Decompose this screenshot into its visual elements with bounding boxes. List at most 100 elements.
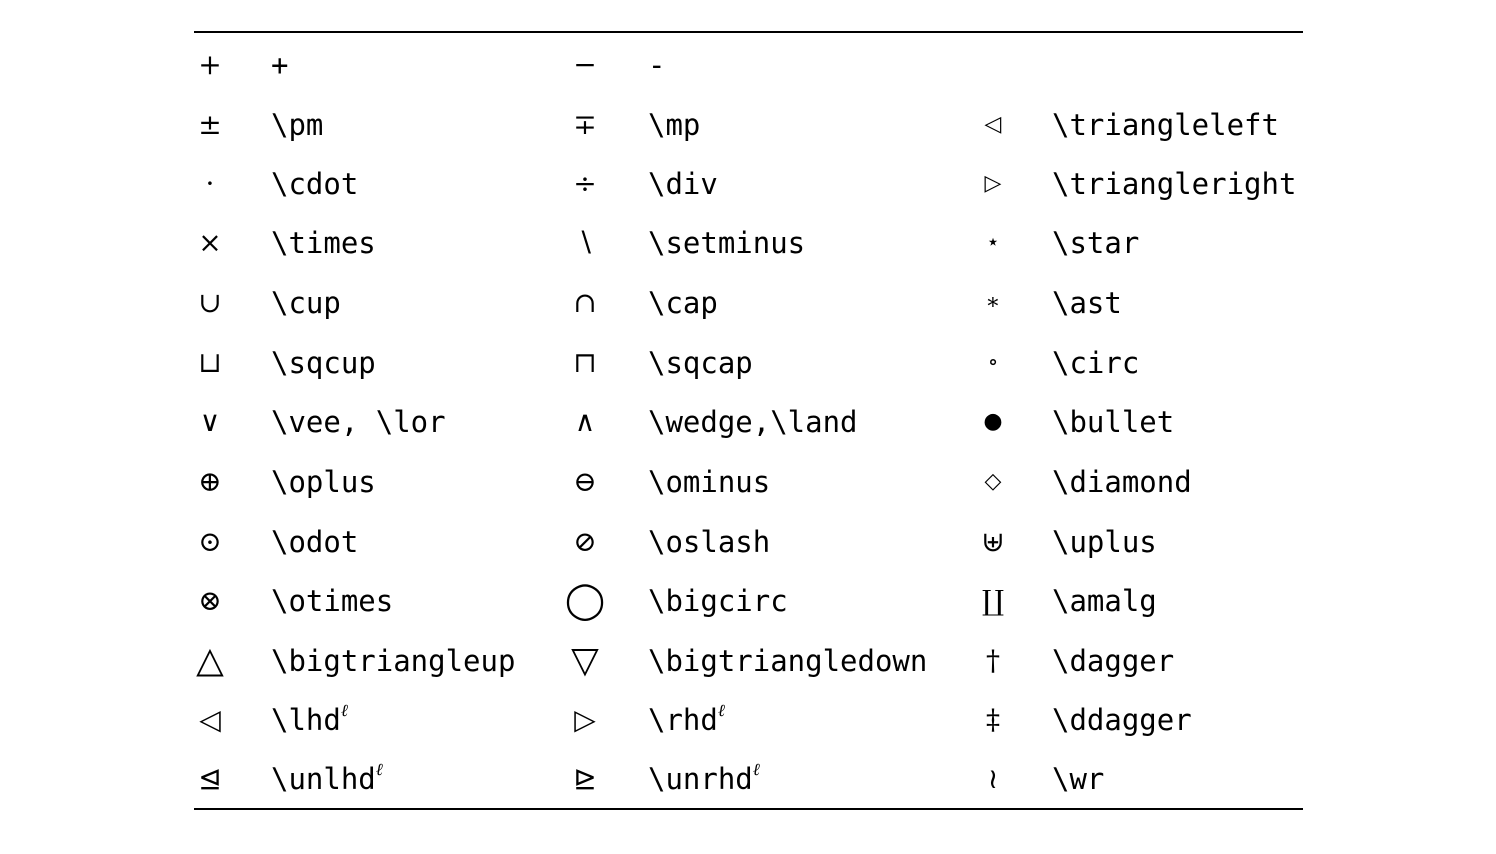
operator-symbol: ▷	[574, 703, 596, 736]
latex-command: \bigcirc	[648, 571, 788, 631]
latex-command: \mp	[648, 95, 700, 155]
latex-command-text: \ddagger	[1052, 703, 1192, 737]
latex-command: \bigtriangleup	[271, 631, 515, 691]
operator-symbol: ∓	[573, 108, 597, 141]
table-row: ⊙\odot⊘\oslash⊎\uplus	[0, 512, 1496, 572]
latex-command: \unrhdℓ	[648, 749, 760, 809]
latex-command-text: \oplus	[271, 465, 376, 499]
table-row: ++−-	[0, 35, 1496, 95]
latexsym-footnote-mark: ℓ	[340, 701, 348, 721]
latex-command: \setminus	[648, 213, 805, 273]
operator-symbol: ‡	[986, 703, 1000, 736]
latex-command-text: +	[271, 48, 289, 82]
operator-symbol: ∩	[573, 286, 597, 319]
top-rule	[194, 31, 1303, 33]
table-row: ∨\vee, \lor∧\wedge,\land●\bullet	[0, 392, 1496, 452]
operator-symbol: ∗	[985, 290, 1001, 315]
latex-command: \diamond	[1052, 452, 1192, 512]
latex-command-text: \uplus	[1052, 525, 1157, 559]
latex-command-text: \lhd	[271, 703, 341, 737]
latex-command-text: \dagger	[1052, 644, 1175, 678]
latex-command: \triangleright	[1052, 154, 1296, 214]
table-row: ·\cdot÷\div▷\triangleright	[0, 154, 1496, 214]
latex-command: \lhdℓ	[271, 690, 348, 750]
latex-command-text: \cup	[271, 286, 341, 320]
table-row: ± \pm ∓ \mp ◁ \triangleleft	[0, 95, 1496, 155]
latex-command-text: \ast	[1052, 286, 1122, 320]
table-row: △\bigtriangleup▽\bigtriangledown†\dagger	[0, 631, 1496, 691]
table-row: ⊴\unlhdℓ⊵\unrhdℓ≀\wr	[0, 749, 1496, 809]
latex-command-text: \wr	[1052, 762, 1105, 796]
latex-command-text: \bigcirc	[648, 584, 788, 618]
latex-command: \uplus	[1052, 512, 1157, 572]
latex-command-text: \cdot	[271, 167, 359, 201]
operator-symbol: ×	[198, 226, 222, 259]
operator-symbol: ∧	[574, 405, 596, 438]
latex-command-text: \triangleleft	[1052, 108, 1279, 142]
operator-symbol: ⊵	[573, 762, 597, 795]
operator-symbol: ∐	[981, 584, 1005, 617]
operator-symbol: ≀	[987, 762, 999, 795]
latex-command-text: \oslash	[648, 525, 771, 559]
latex-command-text: \cap	[648, 286, 718, 320]
latex-command: \cdot	[271, 154, 358, 214]
operator-symbol: ∪	[198, 286, 222, 319]
latex-command-text: \pm	[271, 108, 324, 142]
table-row: ◁ \lhdℓ ▷ \rhd ℓ ‡ \ddagger	[0, 690, 1496, 750]
operator-symbol: ⋆	[986, 230, 1000, 255]
latex-command: \sqcap	[648, 333, 753, 393]
latex-command: \otimes	[271, 571, 393, 631]
operator-symbol: ⊙	[198, 525, 222, 558]
latex-command: \amalg	[1052, 571, 1157, 631]
latex-command: \oplus	[271, 452, 376, 512]
operator-symbol: ÷	[573, 167, 597, 200]
latex-command-text: \unrhd	[648, 762, 753, 796]
operator-symbol: +	[198, 48, 222, 81]
operator-symbol: ◁	[984, 112, 1002, 137]
operator-symbol: ∘	[987, 350, 999, 375]
latex-command: \cup	[271, 273, 341, 333]
latex-command: \ominus	[648, 452, 770, 512]
operator-symbol: ±	[198, 108, 222, 141]
operator-symbol: ⊔	[198, 346, 222, 379]
operator-symbol: ▽	[571, 640, 599, 681]
operator-symbol: △	[196, 640, 224, 681]
latex-command: \ast	[1052, 273, 1122, 333]
table-row: ⊔\sqcup⊓\sqcap∘\circ	[0, 333, 1496, 393]
latex-command-text: \rhd	[648, 703, 718, 737]
operator-symbol: ⊴	[198, 762, 222, 795]
latex-command: \times	[271, 213, 376, 273]
operator-symbol: ◇	[984, 469, 1002, 494]
latex-command-text: \ominus	[648, 465, 771, 499]
operator-symbol: ⊘	[573, 525, 597, 558]
latex-command-text: \div	[648, 167, 718, 201]
operator-symbol: ◁	[199, 703, 221, 736]
latex-command-text: \amalg	[1052, 584, 1157, 618]
latex-command: \dagger	[1052, 631, 1174, 691]
latex-command: \sqcup	[271, 333, 376, 393]
operator-symbol: ∨	[199, 405, 221, 438]
latex-command-text: \odot	[271, 525, 359, 559]
latex-command: \cap	[648, 273, 718, 333]
latex-command-text: \vee, \lor	[271, 405, 446, 439]
latex-command-text: \times	[271, 226, 376, 260]
latex-command: \star	[1052, 213, 1139, 273]
latexsym-footnote-mark: ℓ	[752, 760, 760, 780]
operator-symbol: ⊖	[573, 465, 597, 498]
latex-command: \pm	[271, 95, 323, 155]
latex-command: \wr	[1052, 749, 1104, 809]
latex-command: \triangleleft	[1052, 95, 1279, 155]
latex-command: \bigtriangledown	[648, 631, 927, 691]
latex-command-text: -	[648, 48, 666, 82]
operator-symbol: ·	[205, 167, 215, 200]
table-row: ∪ \cup ∩ \cap ∗ \ast	[0, 273, 1496, 333]
latex-command-text: \sqcap	[648, 346, 753, 380]
latexsym-footnote-mark: ℓ	[375, 760, 383, 780]
latex-command: \odot	[271, 512, 358, 572]
bottom-rule	[194, 808, 1303, 810]
latex-command-text: \bullet	[1052, 405, 1175, 439]
operator-symbol: ∖	[576, 226, 594, 259]
latex-command: \circ	[1052, 333, 1139, 393]
table-row: ⊗\otimes◯\bigcirc∐\amalg	[0, 571, 1496, 631]
latex-command-text: \bigtriangleup	[271, 644, 516, 678]
